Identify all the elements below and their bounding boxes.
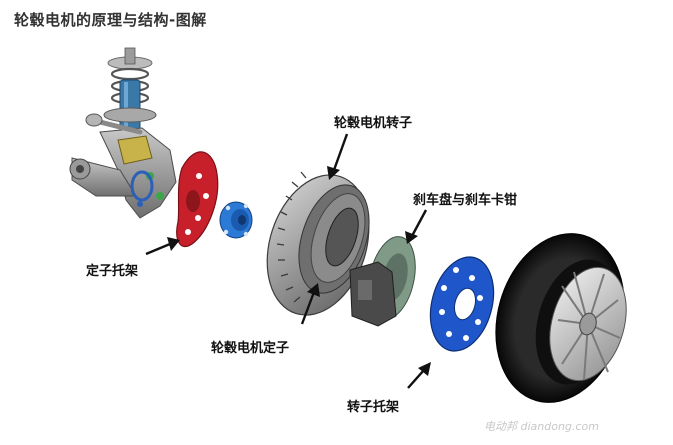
hub-motor: [266, 171, 370, 316]
tire-and-wheel: [495, 233, 627, 403]
watermark-logo: 电动邦 diandong.com: [484, 420, 599, 433]
label-brake-disc-caliper: 刹车盘与刹车卡钳: [413, 193, 518, 208]
page-title: 轮毂电机的原理与结构-图解: [14, 11, 207, 29]
suspension-assembly: [69, 47, 177, 219]
brake-disc-and-caliper: [349, 236, 416, 327]
brake-caliper: [349, 261, 397, 327]
label-rotor-bracket: 转子托架: [347, 400, 400, 415]
rotor-bracket-disc: [429, 256, 495, 352]
label-hub-motor-stator: 轮毂电机定子: [211, 341, 290, 356]
label-hub-motor-rotor: 轮毂电机转子: [334, 116, 413, 131]
stator-bracket-disc: [176, 151, 219, 248]
label-stator-bracket: 定子托架: [86, 264, 139, 279]
hub-flange: [219, 201, 253, 239]
callout-arrows: [145, 133, 431, 389]
